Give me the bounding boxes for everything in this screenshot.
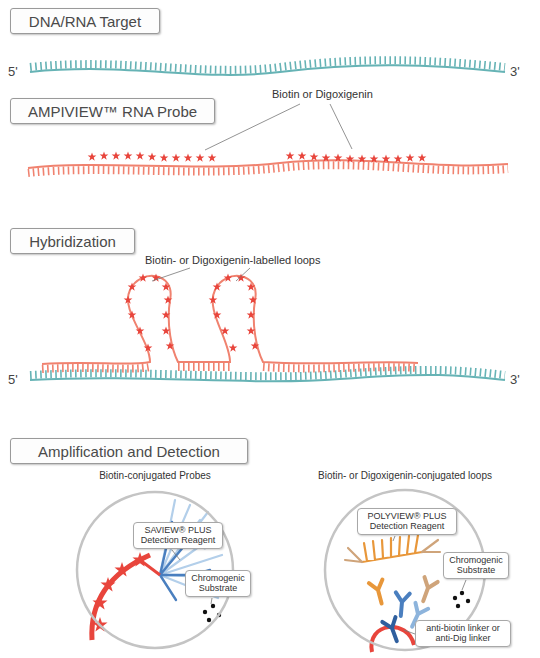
polymer-detail — [382, 617, 403, 643]
polymer-detail — [453, 596, 457, 600]
polymer-detail — [417, 577, 438, 603]
heading-text: Hybridization — [29, 233, 116, 250]
callout-text: anti-biotin linker or anti-Dig linker — [419, 623, 507, 644]
polymer-detail — [394, 592, 410, 616]
polymer-detail — [362, 535, 422, 562]
heading-text: Amplification and Detection — [38, 443, 220, 460]
polymer-detail — [369, 579, 388, 605]
section-heading: Amplification and Detection — [10, 438, 248, 464]
callout-text: POLYVIEW® PLUS Detection Reagent — [361, 511, 453, 532]
polymer-detail — [345, 540, 440, 562]
callout-box: POLYVIEW® PLUS Detection Reagent — [357, 508, 457, 535]
circle-outline — [55, 470, 255, 656]
dendrimer-detail — [140, 560, 160, 575]
hybridized-probe — [42, 276, 418, 364]
hybridized-target — [30, 370, 505, 381]
annotation-label: Biotin- or Digoxigenin-labelled loops — [145, 254, 321, 266]
polymer-detail — [382, 617, 403, 643]
polymer-detail — [456, 604, 460, 608]
callout-text: Chromogenic Substrate — [447, 555, 505, 576]
strand-end-label: 5' — [8, 64, 18, 79]
annotation-label: Biotin or Digoxigenin — [272, 88, 373, 100]
polymer-detail — [417, 577, 438, 603]
polymer-detail — [453, 591, 470, 608]
heading-text: AMPIVIEW™ RNA Probe — [28, 103, 197, 120]
dendrimer-detail — [203, 604, 221, 622]
hybridized-probe — [213, 278, 255, 348]
detail-circle: Biotin-conjugated ProbesSAVIEW® PLUS Det… — [55, 470, 255, 656]
polymer-detail — [460, 591, 464, 595]
dendrimer-detail — [207, 618, 211, 622]
heading-text: DNA/RNA Target — [29, 13, 141, 30]
rna-probe — [28, 165, 508, 173]
strand-end-label: 3' — [510, 64, 520, 79]
dendrimer-detail — [100, 560, 140, 625]
section-heading: Hybridization — [10, 228, 135, 254]
section-heading: DNA/RNA Target — [10, 8, 160, 34]
strand-end-label: 3' — [510, 372, 520, 387]
target-strand — [30, 60, 505, 75]
dendrimer-detail — [211, 604, 215, 608]
polymer-detail — [369, 579, 388, 605]
strand-end-label: 5' — [8, 372, 18, 387]
hybridized-probe — [128, 278, 170, 348]
callout-box: Chromogenic Substrate — [185, 570, 251, 597]
leader-line — [152, 268, 250, 281]
target-strand — [30, 60, 505, 70]
leader-line — [205, 104, 352, 150]
polymer-detail — [394, 592, 410, 616]
polymer-detail — [466, 599, 470, 603]
circle-title: Biotin- or Digoxigenin-conjugated loops — [295, 470, 515, 481]
callout-box: anti-biotin linker or anti-Dig linker — [415, 620, 511, 647]
leader-line — [152, 268, 250, 281]
detail-circle: Biotin- or Digoxigenin-conjugated loopsP… — [295, 470, 515, 656]
leader-line — [205, 104, 352, 150]
dendrimer-detail — [203, 610, 207, 614]
callout-box: Chromogenic Substrate — [443, 552, 509, 579]
callout-box: SAVIEW® PLUS Detection Reagent — [133, 522, 223, 549]
callout-text: SAVIEW® PLUS Detection Reagent — [137, 525, 219, 546]
rna-probe — [28, 156, 508, 173]
section-heading: AMPIVIEW™ RNA Probe — [10, 98, 215, 124]
callout-text: Chromogenic Substrate — [189, 573, 247, 594]
rna-probe — [92, 156, 212, 158]
rna-probe — [290, 156, 422, 159]
circle-title: Biotin-conjugated Probes — [55, 470, 255, 481]
hybridized-target — [30, 370, 505, 376]
hybridized-probe — [42, 276, 418, 369]
hybridized-probe — [42, 367, 418, 369]
